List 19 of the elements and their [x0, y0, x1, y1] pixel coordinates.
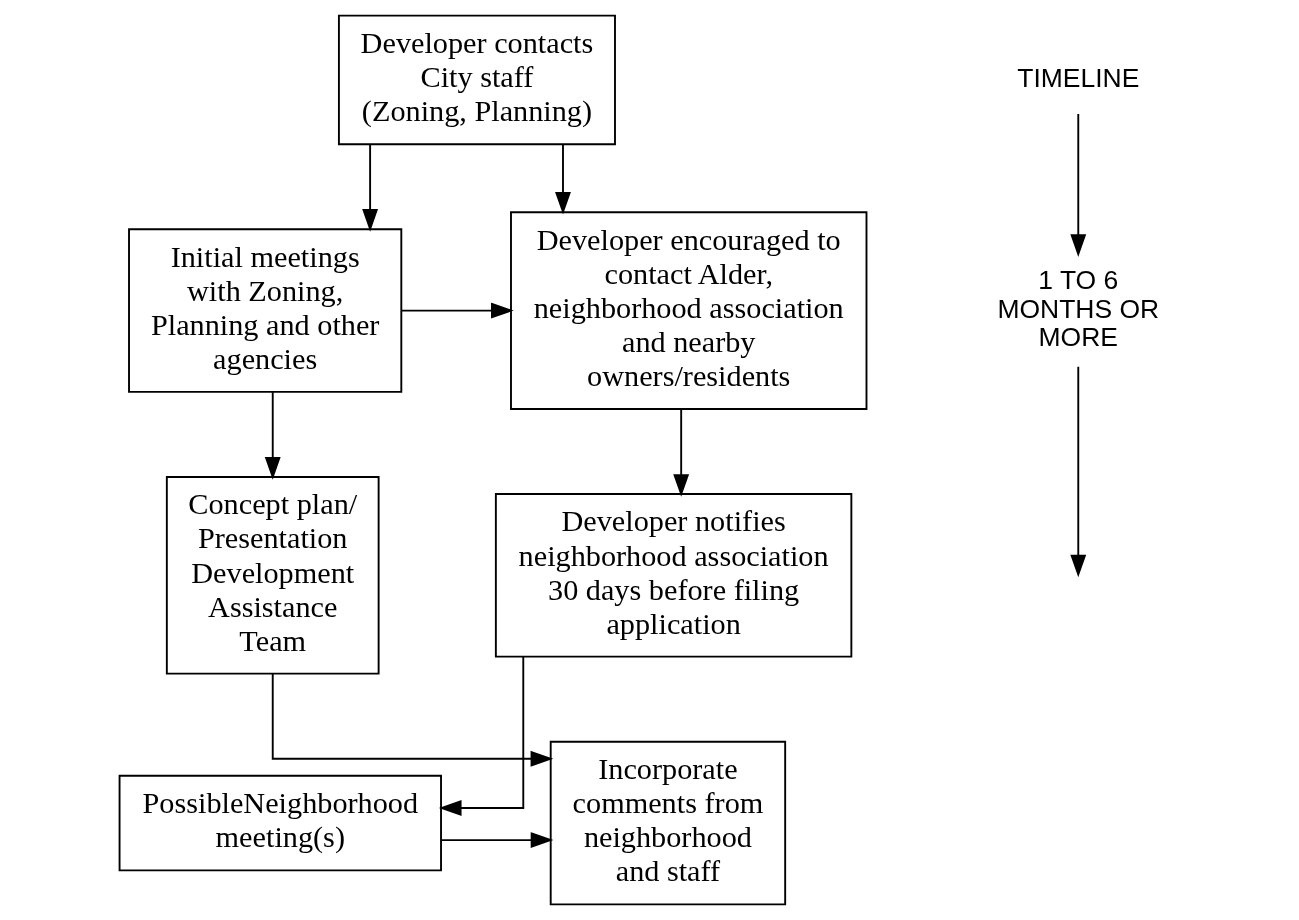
- node-box: Developer notifies neighborhood association 30 days before filing application: [494, 493, 853, 658]
- node-text: 1 TO 6 MONTHS OR MORE: [997, 265, 1160, 352]
- node-text: TIMELINE: [1017, 62, 1140, 93]
- arrow: [1070, 113, 1087, 257]
- node-box: Developer encouraged to contact Alder, neighborhood association and nearby owners/residents: [510, 211, 868, 410]
- node-box: Incorporate comments from neighborhood and staff: [549, 740, 787, 906]
- arrow: [264, 391, 281, 480]
- arrow: [271, 673, 554, 767]
- node-box: Concept plan/ Presentation Development Assistance Team: [165, 476, 380, 675]
- arrow: [673, 408, 690, 497]
- arrow: [362, 143, 379, 232]
- node-box: Initial meetings with Zoning, Planning and other agencies: [128, 228, 403, 393]
- node-box: PossibleNeighborhood meeting(s): [118, 774, 442, 872]
- arrow: [555, 143, 571, 215]
- arrow: [438, 655, 525, 816]
- arrow: [1070, 365, 1087, 578]
- arrow: [400, 302, 514, 319]
- node-box: Developer contacts City staff (Zoning, Planning): [337, 14, 616, 146]
- arrow: [440, 832, 554, 849]
